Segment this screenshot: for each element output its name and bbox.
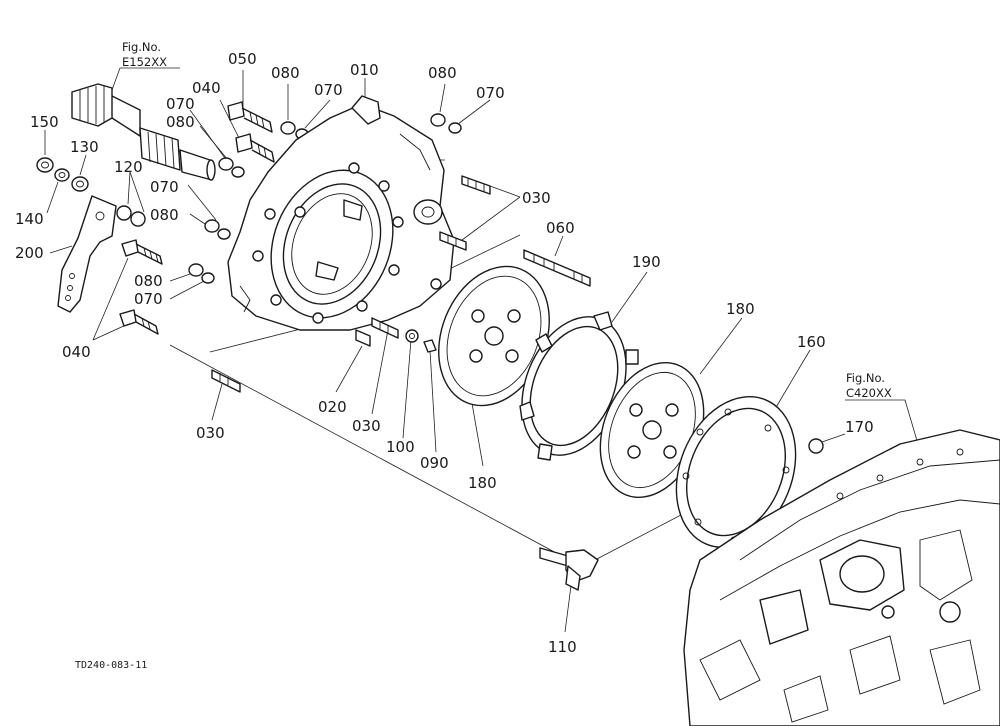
part-label: 080: [134, 272, 163, 290]
part-label: 010: [350, 61, 379, 79]
part-label: 130: [70, 138, 99, 156]
part-label: 140: [15, 210, 44, 228]
part-label: 200: [15, 244, 44, 262]
part-label: 070: [166, 95, 195, 113]
ball-170: [808, 438, 824, 454]
part-label: 070: [476, 84, 505, 102]
splined-shaft: [71, 83, 216, 181]
top-bolts: [227, 101, 462, 163]
studs-030: [211, 175, 591, 393]
fig-ref-2-line1: Fig.No.: [846, 371, 885, 385]
pin-110: [539, 547, 599, 591]
left-fasteners: [36, 157, 146, 227]
part-label: 080: [428, 64, 457, 82]
part-label: 020: [318, 398, 347, 416]
housing-cover: [227, 95, 455, 331]
part-label: 150: [30, 113, 59, 131]
part-label: 080: [271, 64, 300, 82]
part-label: 070: [134, 290, 163, 308]
part-label: 030: [522, 189, 551, 207]
fig-ref-1-line1: Fig.No.: [122, 40, 161, 54]
part-label: 100: [386, 438, 415, 456]
part-label: 070: [150, 178, 179, 196]
part-label: 090: [420, 454, 449, 472]
part-label: 070: [314, 81, 343, 99]
fig-ref-2-line2: C420XX: [846, 386, 892, 400]
part-label: 030: [196, 424, 225, 442]
fig-ref-1-line2: E152XX: [122, 55, 167, 69]
part-label: 030: [352, 417, 381, 435]
part-label: 160: [797, 333, 826, 351]
part-label: 080: [166, 113, 195, 131]
part-label: 050: [228, 50, 257, 68]
part-label: 060: [546, 219, 575, 237]
drawing-code: TD240-083-11: [75, 660, 147, 671]
part-label: 040: [192, 79, 221, 97]
tabbed-plate-190: [519, 311, 639, 461]
part-label: 170: [845, 418, 874, 436]
gasket-160: [675, 395, 797, 549]
part-label: 180: [468, 474, 497, 492]
friction-plate-180-b: [599, 361, 705, 499]
part-label: 120: [114, 158, 143, 176]
part-label: 080: [150, 206, 179, 224]
part-label: 190: [632, 253, 661, 271]
left-bolts: [119, 157, 245, 335]
part-label: 040: [62, 343, 91, 361]
transmission-case: [683, 429, 1000, 726]
part-label: 180: [726, 300, 755, 318]
lever-arm: [57, 195, 117, 313]
part-label: 110: [548, 638, 577, 656]
friction-plate-180-a: [438, 265, 550, 407]
